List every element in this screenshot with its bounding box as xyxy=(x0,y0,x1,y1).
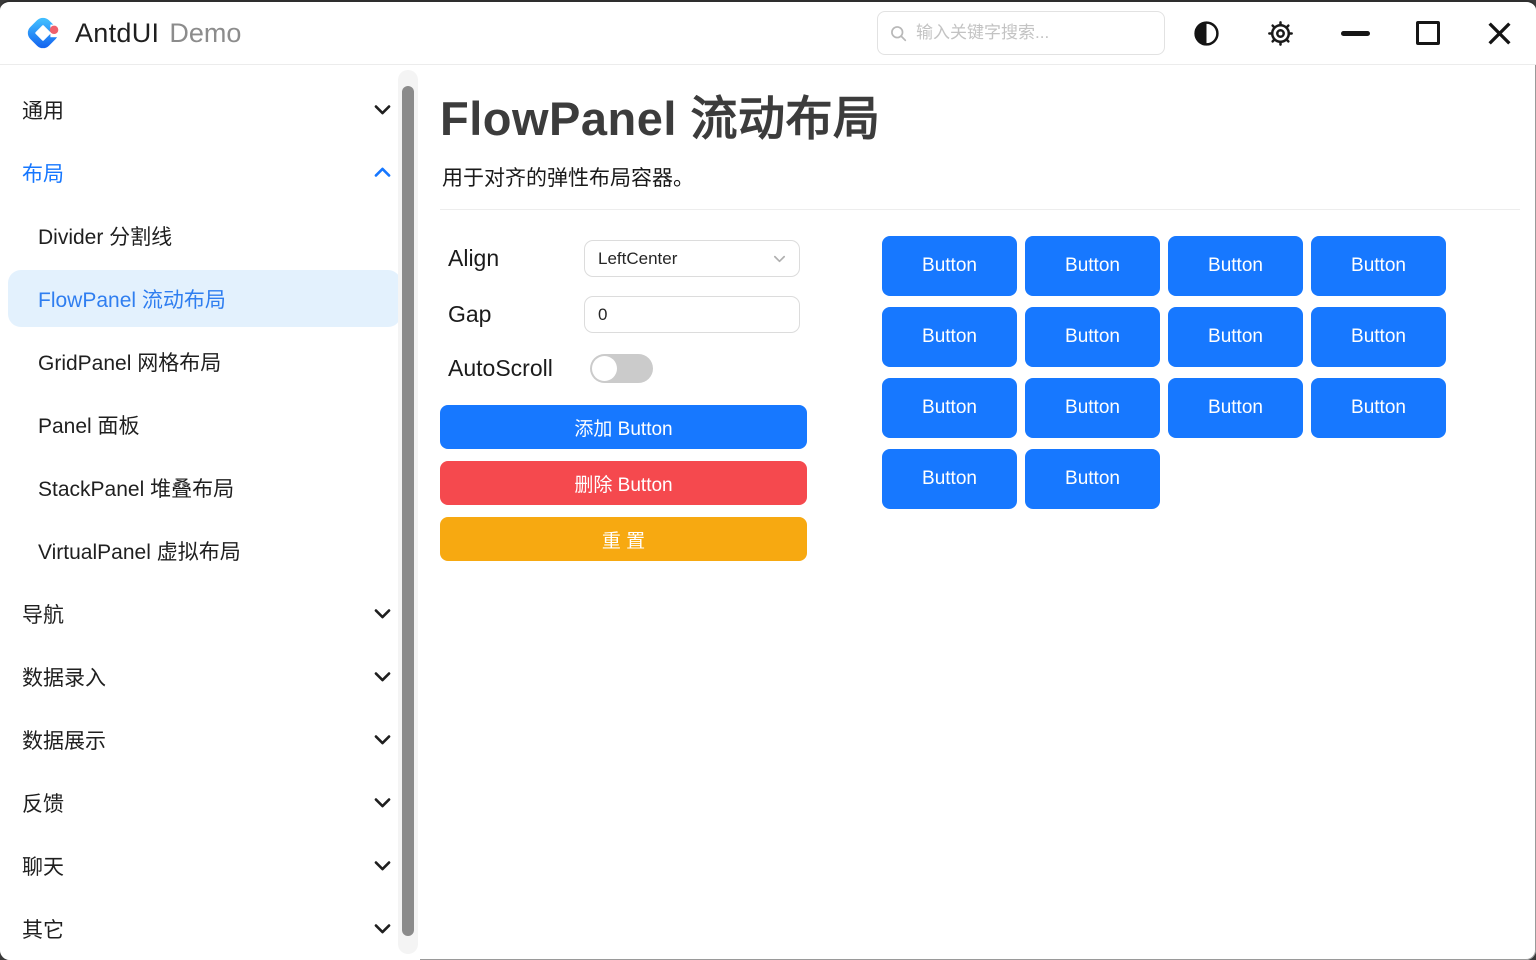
sidebar-item-layout[interactable]: 布局 xyxy=(0,141,420,204)
title-bar: AntdUI Demo xyxy=(0,2,1536,65)
sidebar-item-label: 数据录入 xyxy=(22,666,106,690)
flow-button[interactable]: Button xyxy=(1025,378,1160,438)
flow-button[interactable]: Button xyxy=(882,236,1017,296)
align-select-value: LeftCenter xyxy=(598,248,678,268)
gap-field xyxy=(584,296,800,333)
search-input[interactable] xyxy=(916,23,1152,43)
sidebar-item-panel[interactable]: Panel 面板 xyxy=(0,393,420,456)
sidebar-item-stackpanel[interactable]: StackPanel 堆叠布局 xyxy=(0,456,420,519)
flow-button[interactable]: Button xyxy=(1025,449,1160,509)
minimize-icon xyxy=(1341,30,1370,36)
flow-button[interactable]: Button xyxy=(1025,307,1160,367)
flow-button[interactable]: Button xyxy=(1311,236,1446,296)
sidebar-item-gridpanel[interactable]: GridPanel 网格布局 xyxy=(0,330,420,393)
sidebar-item-navigation[interactable]: 导航 xyxy=(0,582,420,645)
flowpanel-demo: Button Button Button Button Button Butto… xyxy=(882,236,1452,509)
app-title-suffix: Demo xyxy=(169,17,242,48)
sidebar-item-label: FlowPanel 流动布局 xyxy=(38,288,226,312)
chevron-down-icon xyxy=(374,735,391,745)
sidebar-item-chat[interactable]: 聊天 xyxy=(0,834,420,897)
gap-label: Gap xyxy=(448,301,492,327)
delete-button[interactable]: 删除 Button xyxy=(440,461,807,505)
add-button[interactable]: 添加 Button xyxy=(440,405,807,449)
gap-input[interactable] xyxy=(598,304,787,325)
sidebar-item-virtualpanel[interactable]: VirtualPanel 虚拟布局 xyxy=(0,519,420,582)
sidebar-item-label: 其它 xyxy=(22,918,64,942)
flow-button[interactable]: Button xyxy=(1168,378,1303,438)
sidebar-item-other[interactable]: 其它 xyxy=(0,897,420,960)
global-search[interactable] xyxy=(877,11,1165,55)
theme-toggle-button[interactable] xyxy=(1193,20,1220,47)
flow-button[interactable]: Button xyxy=(1168,307,1303,367)
sidebar-item-general[interactable]: 通用 xyxy=(0,78,420,141)
close-button[interactable] xyxy=(1486,20,1513,47)
chevron-down-icon xyxy=(773,255,786,263)
flow-button[interactable]: Button xyxy=(882,449,1017,509)
chevron-down-icon xyxy=(374,609,391,619)
sidebar-item-label: 反馈 xyxy=(22,792,64,816)
minimize-button[interactable] xyxy=(1341,30,1370,36)
main-content: FlowPanel 流动布局 用于对齐的弹性布局容器。 Align LeftCe… xyxy=(440,65,1520,960)
sidebar-item-feedback[interactable]: 反馈 xyxy=(0,771,420,834)
chevron-down-icon xyxy=(374,672,391,682)
close-icon xyxy=(1488,21,1511,45)
theme-half-circle-icon xyxy=(1194,20,1219,46)
maximize-icon xyxy=(1416,21,1440,45)
sidebar-item-label: 通用 xyxy=(22,99,64,123)
flow-button[interactable]: Button xyxy=(1311,307,1446,367)
sidebar-item-label: GridPanel 网格布局 xyxy=(38,351,222,375)
sidebar-scrollbar-track xyxy=(398,70,418,954)
chevron-down-icon xyxy=(374,105,391,115)
flow-button[interactable]: Button xyxy=(882,378,1017,438)
sidebar-item-divider[interactable]: Divider 分割线 xyxy=(0,204,420,267)
page-subtitle: 用于对齐的弹性布局容器。 xyxy=(442,167,694,190)
flow-button[interactable]: Button xyxy=(1168,236,1303,296)
app-logo-icon xyxy=(27,17,62,49)
flow-button[interactable]: Button xyxy=(1311,378,1446,438)
reset-button[interactable]: 重 置 xyxy=(440,517,807,561)
align-select[interactable]: LeftCenter xyxy=(584,240,800,277)
sidebar-scrollbar-thumb[interactable] xyxy=(402,86,414,936)
sidebar-item-label: 布局 xyxy=(22,162,64,186)
search-icon xyxy=(891,25,907,41)
sidebar-item-label: Divider 分割线 xyxy=(38,225,173,249)
sidebar-item-label: 导航 xyxy=(22,603,64,627)
chevron-down-icon xyxy=(374,861,391,871)
sidebar-item-data-entry[interactable]: 数据录入 xyxy=(0,645,420,708)
sidebar-item-flowpanel[interactable]: FlowPanel 流动布局 xyxy=(8,270,401,327)
app-title: AntdUI xyxy=(75,17,160,48)
flow-button[interactable]: Button xyxy=(882,307,1017,367)
sidebar-item-label: 聊天 xyxy=(22,855,64,879)
flow-button[interactable]: Button xyxy=(1025,236,1160,296)
chevron-down-icon xyxy=(374,924,391,934)
sidebar-item-label: VirtualPanel 虚拟布局 xyxy=(38,540,241,564)
sidebar-item-data-display[interactable]: 数据展示 xyxy=(0,708,420,771)
chevron-up-icon xyxy=(374,167,391,177)
autoscroll-label: AutoScroll xyxy=(448,355,553,381)
content-divider xyxy=(440,209,1520,210)
settings-button[interactable] xyxy=(1266,19,1295,48)
page-title: FlowPanel 流动布局 xyxy=(440,92,881,145)
toggle-knob xyxy=(592,356,617,381)
sidebar-item-label: Panel 面板 xyxy=(38,414,140,438)
gear-icon xyxy=(1268,20,1293,46)
maximize-button[interactable] xyxy=(1416,21,1440,45)
align-label: Align xyxy=(448,245,500,271)
sidebar-item-label: 数据展示 xyxy=(22,729,106,753)
autoscroll-toggle[interactable] xyxy=(590,354,653,383)
sidebar-nav: 通用 布局 Divider 分割线 FlowPanel 流动布局 GridPan… xyxy=(0,65,420,960)
sidebar-item-label: StackPanel 堆叠布局 xyxy=(38,477,235,501)
chevron-down-icon xyxy=(374,798,391,808)
